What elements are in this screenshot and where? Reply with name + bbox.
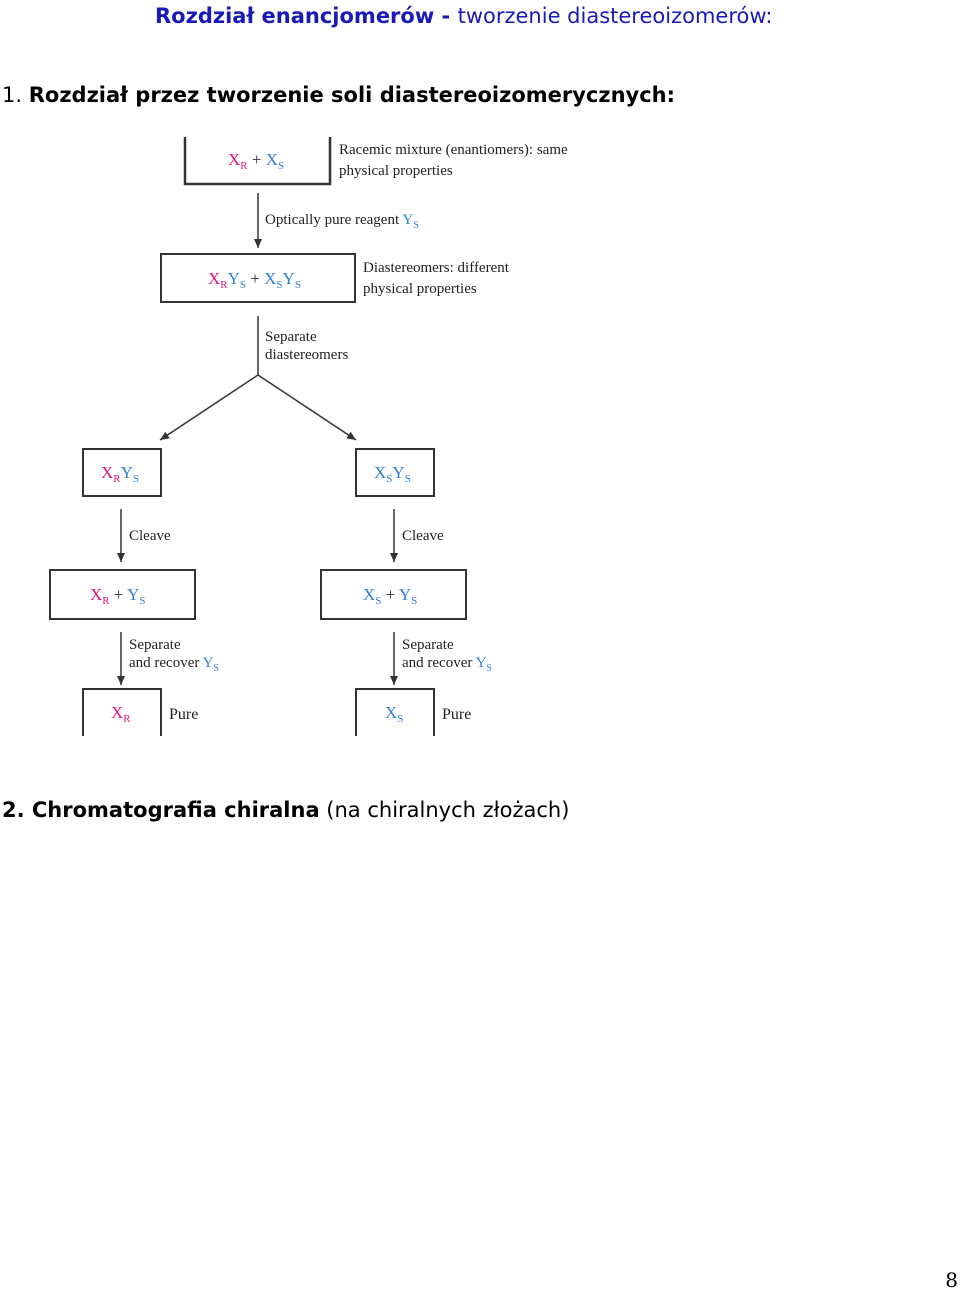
- section-2-heading: 2. Chromatografia chiralna (na chiralnyc…: [2, 796, 569, 824]
- left-salt-box: XRYS: [82, 448, 162, 497]
- left-salt-formula: XRYS: [101, 463, 139, 485]
- split-arrow-right: [257, 374, 357, 441]
- split-arrow-left: [159, 374, 259, 441]
- left-cleaved-formula: XR + YS: [90, 585, 146, 607]
- section-2-title-regular: (na chiralnych złożach): [319, 798, 570, 822]
- right-pure-box: XS: [355, 688, 435, 736]
- left-cleave-label: Cleave: [129, 528, 171, 544]
- section-2-title-bold: 2. Chromatografia chiralna: [2, 798, 320, 822]
- diastereomers-formula: XRYS + XSYS: [208, 269, 301, 291]
- right-cleave-label: Cleave: [402, 528, 444, 544]
- diastereomer-note-line1: Diastereomers: different: [363, 260, 510, 276]
- right-salt-box: XSYS: [355, 448, 435, 497]
- resolution-flowchart: XR + XS Racemic mixture (enantiomers): s…: [49, 137, 568, 736]
- left-cleaved-box: XR + YS: [49, 569, 196, 620]
- diastereomers-box: XRYS + XSYS: [160, 253, 356, 303]
- section-1-number: 1.: [2, 83, 23, 107]
- left-pure-formula: XR: [111, 703, 131, 725]
- racemic-note-line1: Racemic mixture (enantiomers): same: [339, 142, 568, 158]
- racemic-note-line2: physical properties: [339, 163, 453, 179]
- right-cleaved-formula: XS + YS: [363, 585, 417, 607]
- section-1-title: Rozdział przez tworzenie soli diastereoi…: [28, 83, 676, 107]
- reagent-label: Optically pure reagent YS: [265, 212, 419, 231]
- page-number: 8: [945, 1268, 958, 1292]
- left-pure-box: XR: [82, 688, 162, 736]
- page-header: Rozdział enancjomerów - tworzenie diaste…: [155, 2, 772, 30]
- racemic-mixture-box: XR + XS: [183, 137, 332, 186]
- separate-line1: Separate: [265, 329, 317, 345]
- right-pure-formula: XS: [385, 703, 403, 725]
- left-recover-line1: Separate: [129, 637, 181, 653]
- header-title-bold: Rozdział enancjomerów -: [155, 4, 458, 28]
- left-pure-label: Pure: [169, 706, 198, 723]
- separate-line2: diastereomers: [265, 347, 348, 363]
- header-title-regular: tworzenie diastereoizomerów:: [457, 4, 773, 28]
- diastereomer-note-line2: physical properties: [363, 281, 477, 297]
- left-recover-line2: and recover YS: [129, 655, 219, 674]
- right-salt-formula: XSYS: [374, 463, 411, 485]
- section-1-heading: 1. Rozdział przez tworzenie soli diaster…: [2, 81, 675, 109]
- right-recover-line1: Separate: [402, 637, 454, 653]
- right-cleaved-box: XS + YS: [320, 569, 467, 620]
- right-pure-label: Pure: [442, 706, 471, 723]
- racemic-formula: XR + XS: [228, 150, 284, 172]
- right-recover-line2: and recover YS: [402, 655, 492, 674]
